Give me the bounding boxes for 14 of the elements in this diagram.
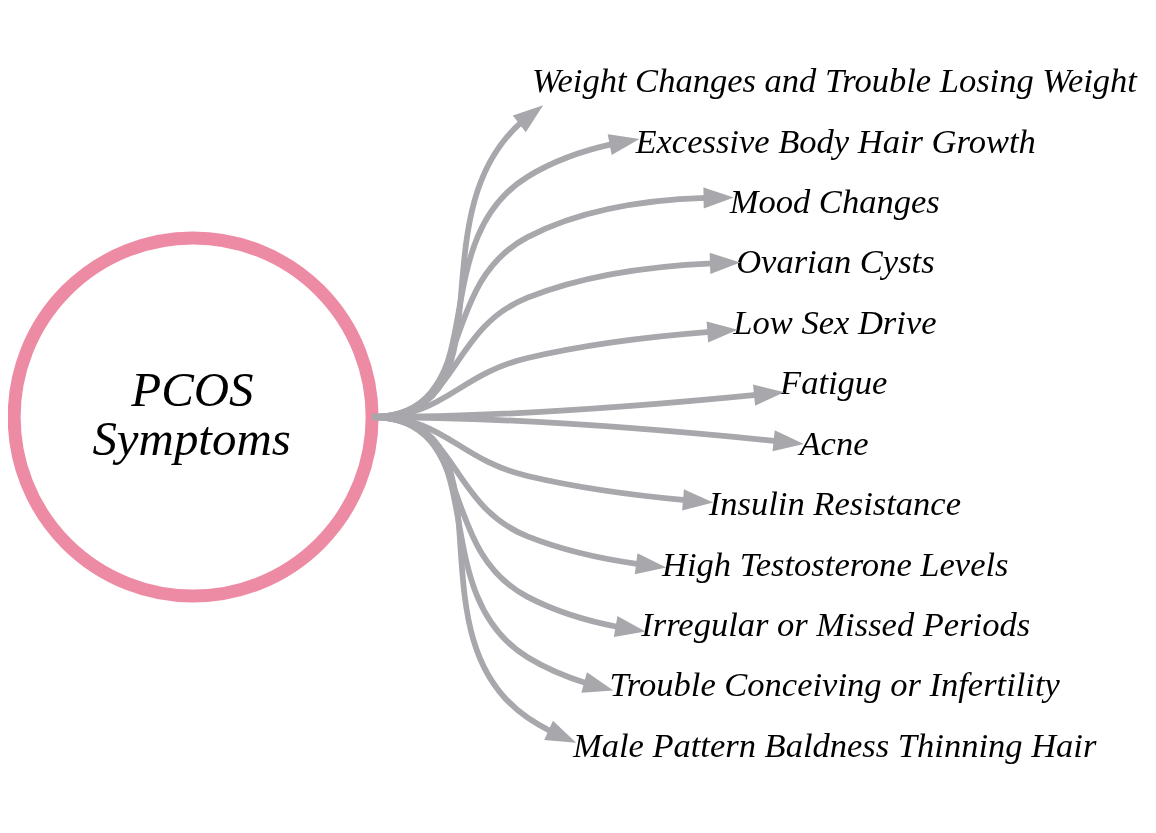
node-text: Mood Changes: [729, 181, 940, 220]
node-text: Weight Changes and Trouble Losing Weight: [531, 60, 1137, 99]
node-text: Fatigue: [780, 362, 888, 401]
node-circle: PCOS Symptoms: [8, 231, 379, 602]
arrow: [371, 413, 577, 743]
node-text: Male Pattern Baldness Thinning Hair: [572, 725, 1097, 764]
node-text: Low Sex Drive: [733, 302, 937, 341]
node-text: High Testosterone Levels: [662, 544, 1009, 583]
node-text: Acne: [799, 423, 869, 462]
node-text: Excessive Body Hair Growth: [635, 121, 1036, 160]
node-text: Irregular or Missed Periods: [641, 604, 1031, 643]
node-text: Ovarian Cysts: [736, 241, 935, 280]
node-text: Trouble Conceiving or Infertility: [609, 664, 1060, 703]
node-text: Insulin Resistance: [708, 483, 961, 522]
